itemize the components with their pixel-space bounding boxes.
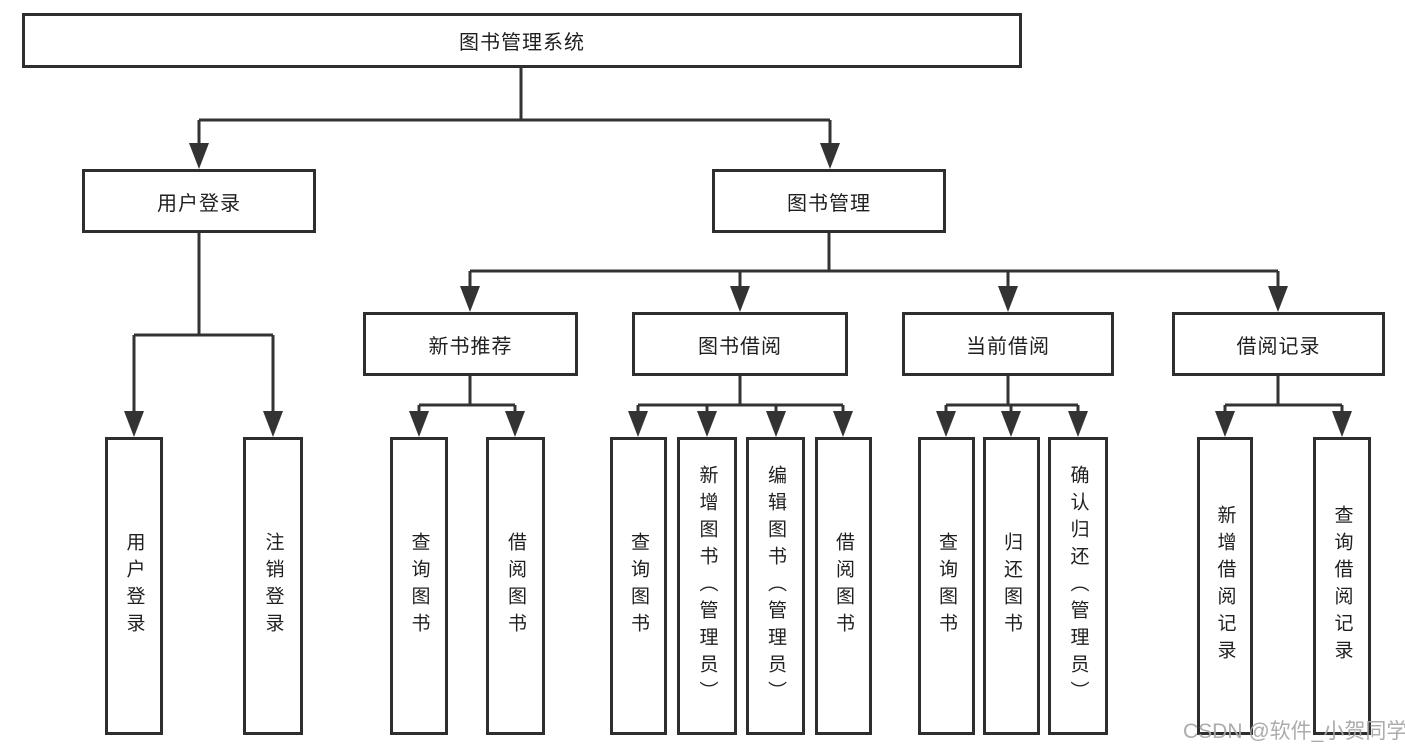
node-label: 查询图书	[408, 532, 430, 640]
node-label: 新增图书（管理员）	[696, 464, 718, 708]
leaf-query-borrow-record: 查询借阅记录	[1313, 437, 1371, 735]
node-label: 新增借阅记录	[1214, 505, 1236, 667]
node-current-borrowing: 当前借阅	[902, 312, 1114, 376]
leaf-borrow-books: 借阅图书	[815, 437, 872, 735]
node-label: 编辑图书（管理员）	[765, 464, 786, 708]
node-root-library-management-system: 图书管理系统	[22, 13, 1022, 68]
node-label: 图书借阅	[698, 335, 782, 358]
node-label: 用户登录	[123, 532, 145, 640]
leaf-return-books: 归还图书	[983, 437, 1040, 735]
node-label: 新书推荐	[428, 335, 513, 358]
node-label: 图书管理	[787, 192, 871, 215]
node-label: 借阅图书	[833, 532, 854, 640]
node-label: 借阅记录	[1236, 335, 1321, 358]
leaf-logout: 注销登录	[243, 437, 303, 735]
node-label: 图书管理系统	[459, 32, 585, 54]
node-label: 查询图书	[936, 532, 957, 640]
node-book-borrowing: 图书借阅	[632, 312, 848, 376]
node-label: 用户登录	[157, 192, 241, 215]
leaf-confirm-return-admin: 确认归还（管理员）	[1048, 437, 1108, 735]
node-label: 确认归还（管理员）	[1067, 464, 1089, 708]
node-new-book-recommendation: 新书推荐	[363, 312, 578, 376]
leaf-recommend-borrow-books: 借阅图书	[486, 437, 545, 735]
csdn-watermark: CSDN @软件_小贺同学	[1183, 720, 1405, 743]
leaf-user-login: 用户登录	[105, 437, 163, 735]
node-label: 注销登录	[262, 532, 284, 640]
leaf-current-query-books: 查询图书	[918, 437, 975, 735]
leaf-borrow-query-books: 查询图书	[610, 437, 667, 735]
leaf-add-books-admin: 新增图书（管理员）	[677, 437, 737, 735]
node-label: 查询图书	[628, 532, 649, 640]
node-label: 归还图书	[1001, 532, 1022, 640]
node-label: 当前借阅	[966, 335, 1050, 358]
node-user-login: 用户登录	[82, 169, 316, 233]
node-label: 查询借阅记录	[1331, 505, 1353, 667]
node-book-management: 图书管理	[712, 169, 946, 233]
node-borrowing-records: 借阅记录	[1172, 312, 1385, 376]
leaf-add-borrow-record: 新增借阅记录	[1197, 437, 1253, 735]
node-label: 借阅图书	[505, 532, 526, 640]
leaf-recommend-query-books: 查询图书	[390, 437, 448, 735]
leaf-edit-books-admin: 编辑图书（管理员）	[746, 437, 805, 735]
